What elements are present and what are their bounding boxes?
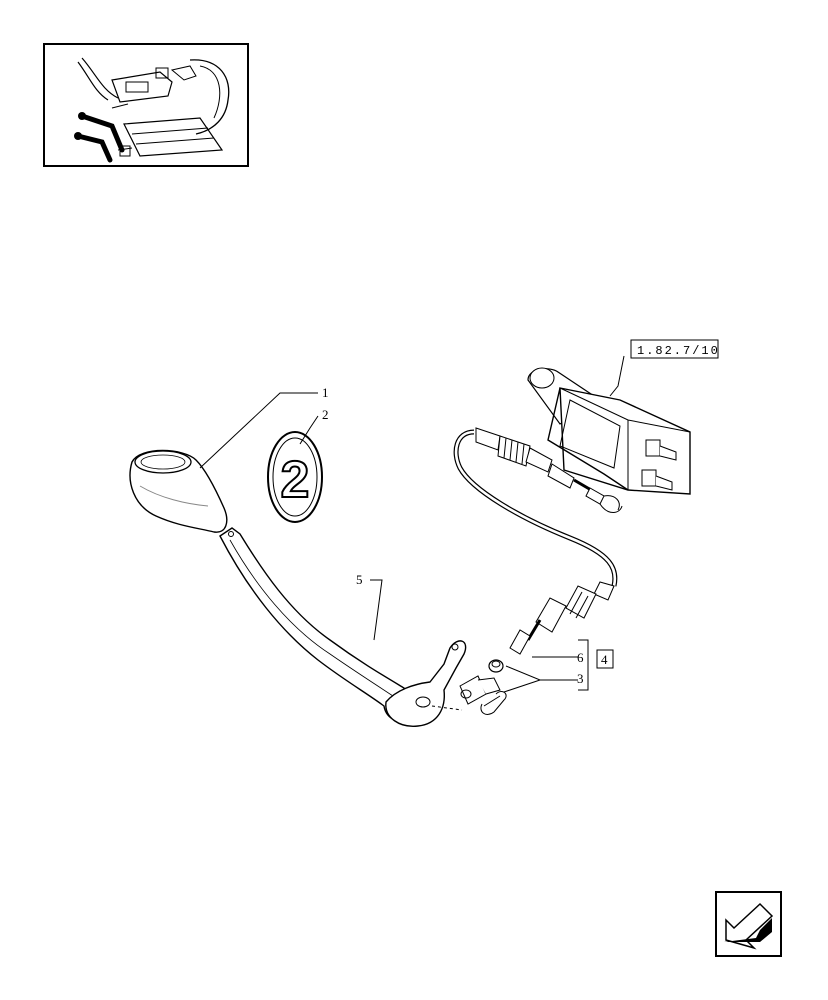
callout-2: 2 [322,407,329,422]
location-thumbnail [43,43,249,167]
reference-label: 1.82.7/10 [637,344,720,358]
small-parts [459,659,507,715]
callout-5: 5 [356,572,363,587]
control-cable [453,427,623,655]
actuator-block [527,367,691,495]
reference-box[interactable]: 1.82.7/10 [630,339,720,359]
callout-3: 3 [577,671,584,686]
gear-lever-rod [219,527,467,727]
callout-6: 6 [577,650,584,665]
callout-4-box: 4 [596,649,614,669]
badge-number: 2 [281,451,310,509]
callout-4: 4 [601,652,608,667]
leader-lines [199,355,625,693]
arrow-back-icon[interactable] [715,891,782,957]
callout-1: 1 [322,385,329,400]
gear-lever-knob [129,449,228,533]
decal-badge: 2 [267,431,323,523]
